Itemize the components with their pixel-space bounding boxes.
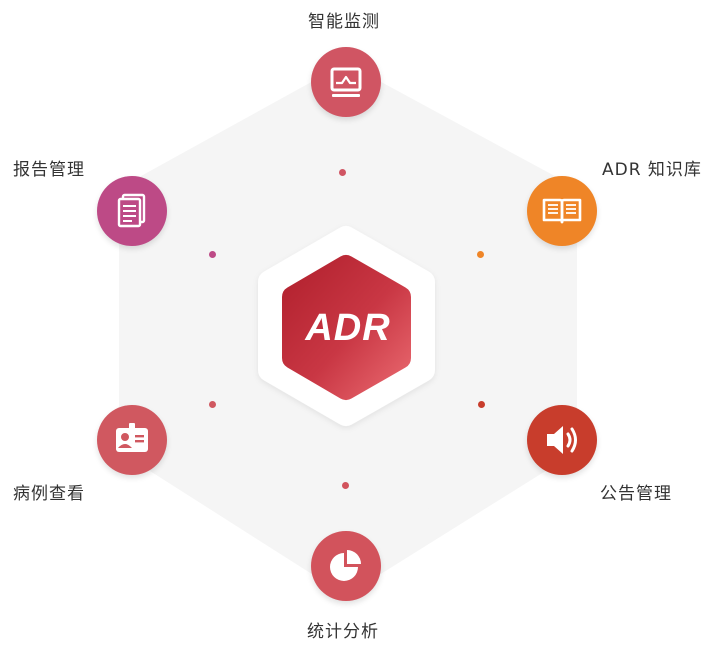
- connector-dot-cases: [209, 401, 216, 408]
- documents-icon: [117, 193, 146, 228]
- open-book-icon: [542, 198, 582, 224]
- connector-dot-notice: [478, 401, 485, 408]
- module-button-stats[interactable]: [311, 531, 381, 601]
- id-card-icon: [116, 423, 148, 452]
- module-button-knowledge[interactable]: [527, 176, 597, 246]
- module-button-reports[interactable]: [97, 176, 167, 246]
- connector-dot-knowledge: [477, 251, 484, 258]
- monitor-chart-icon: [330, 67, 362, 97]
- pie-chart-icon: [330, 550, 361, 581]
- connector-dot-stats: [342, 482, 349, 489]
- center-title: ADR: [305, 307, 391, 349]
- module-label-reports: 报告管理: [13, 160, 85, 180]
- center-hexagon[interactable]: [282, 255, 411, 400]
- module-label-cases: 病例查看: [13, 484, 85, 504]
- module-button-monitor[interactable]: [311, 47, 381, 117]
- module-button-notice[interactable]: [527, 405, 597, 475]
- module-label-knowledge: ADR 知识库: [602, 160, 702, 180]
- module-button-cases[interactable]: [97, 405, 167, 475]
- module-label-stats: 统计分析: [307, 622, 379, 642]
- module-label-notice: 公告管理: [600, 484, 672, 504]
- connector-dot-monitor: [339, 169, 346, 176]
- module-label-monitor: 智能监测: [308, 12, 380, 32]
- speaker-icon: [547, 426, 577, 454]
- connector-dot-reports: [209, 251, 216, 258]
